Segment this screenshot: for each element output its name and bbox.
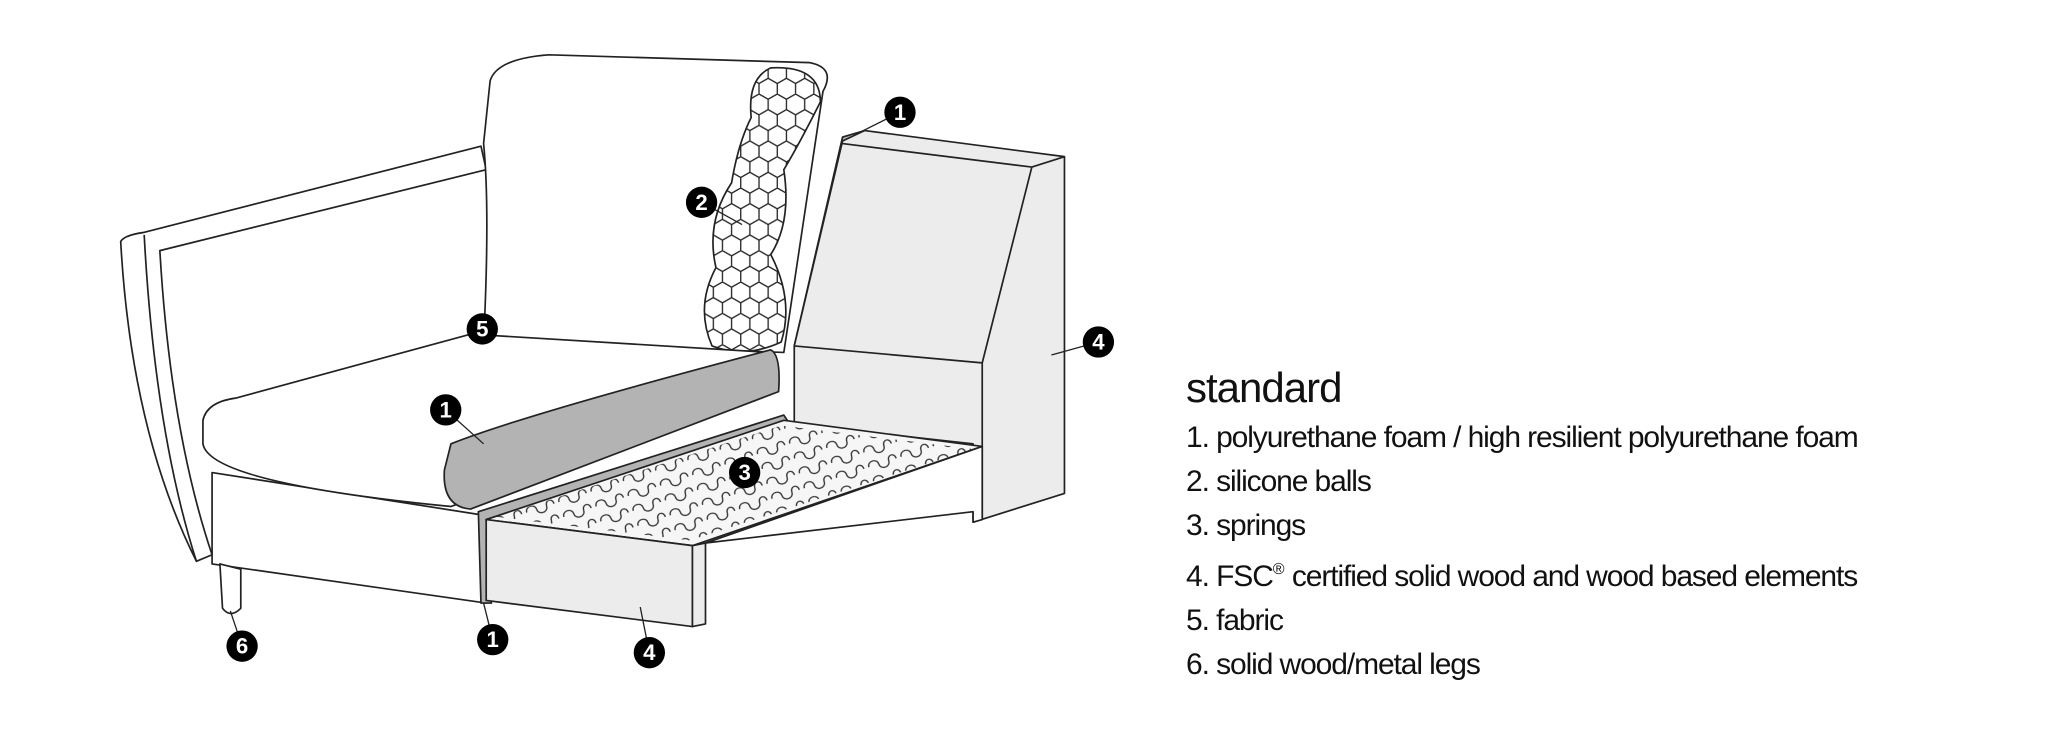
callout-label: 2 bbox=[695, 190, 707, 215]
callout-marker: 5 bbox=[466, 313, 498, 345]
legend-item: 3. springs bbox=[1186, 504, 1858, 548]
item-text: solid wood/metal legs bbox=[1216, 648, 1481, 681]
item-text: silicone balls bbox=[1216, 465, 1372, 498]
item-text: springs bbox=[1216, 509, 1306, 542]
marker-circle bbox=[685, 186, 718, 218]
callout-marker: 6 bbox=[226, 630, 258, 662]
marker-circle bbox=[466, 313, 498, 345]
marker-circle bbox=[430, 394, 462, 426]
item-number: 5. bbox=[1186, 604, 1210, 637]
callout-label: 1 bbox=[894, 100, 906, 125]
callout-marker: 1 bbox=[884, 96, 916, 128]
callout-label: 3 bbox=[738, 460, 750, 485]
callout-markers: 1 2 5 1 3 4 6 1 4 bbox=[226, 96, 1115, 669]
legend-item: 5. fabric bbox=[1186, 599, 1858, 643]
callout-marker: 1 bbox=[477, 623, 509, 656]
callout-label: 1 bbox=[440, 397, 452, 422]
item-number: 4. bbox=[1186, 560, 1210, 593]
marker-circle bbox=[226, 630, 258, 662]
item-number: 1. bbox=[1186, 421, 1210, 454]
callout-label: 4 bbox=[1092, 330, 1105, 355]
callout-marker: 1 bbox=[430, 394, 462, 426]
legend-item: 6. solid wood/metal legs bbox=[1186, 643, 1858, 687]
marker-circle bbox=[477, 623, 509, 656]
callout-marker: 4 bbox=[633, 637, 666, 669]
marker-circle bbox=[884, 96, 916, 128]
item-number: 6. bbox=[1186, 648, 1210, 681]
item-number: 3. bbox=[1186, 509, 1210, 542]
sofa-leg bbox=[219, 563, 242, 615]
callout-label: 5 bbox=[476, 316, 488, 341]
callout-label: 4 bbox=[643, 640, 656, 665]
item-text: certified solid wood and wood based elem… bbox=[1291, 560, 1858, 593]
legend-title: standard bbox=[1186, 364, 1342, 411]
callout-label: 6 bbox=[236, 634, 248, 659]
materials-legend: standard 1. polyurethane foam / high res… bbox=[1186, 362, 1859, 687]
callout-marker: 3 bbox=[728, 456, 761, 489]
callout-label: 1 bbox=[487, 627, 499, 652]
callout-marker: 2 bbox=[685, 186, 718, 218]
seat-cushion bbox=[202, 333, 779, 508]
sofa-arm bbox=[119, 145, 488, 563]
marker-circle bbox=[728, 456, 761, 489]
foam-layer bbox=[443, 348, 780, 510]
item-brand: FSC bbox=[1216, 560, 1274, 593]
legend-item: 4. FSC® certified solid wood and wood ba… bbox=[1186, 548, 1858, 599]
legend-item: 2. silicone balls bbox=[1186, 460, 1858, 504]
legend-item: 1. polyurethane foam / high resilient po… bbox=[1186, 416, 1859, 460]
marker-circle bbox=[1082, 326, 1115, 358]
marker-circle bbox=[633, 637, 666, 669]
item-text: fabric bbox=[1216, 604, 1284, 637]
registered-mark: ® bbox=[1272, 561, 1285, 578]
item-text: polyurethane foam / high resilient polyu… bbox=[1216, 421, 1859, 454]
item-number: 2. bbox=[1186, 465, 1210, 498]
callout-marker: 4 bbox=[1082, 326, 1115, 358]
